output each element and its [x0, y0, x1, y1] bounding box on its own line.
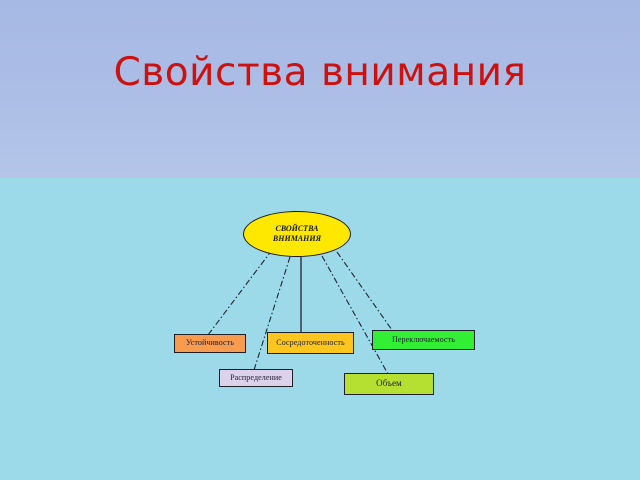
- node-label-obem: Объем: [376, 378, 402, 389]
- center-node-attention-properties[interactable]: СВОЙСТВА ВНИМАНИЯ: [243, 211, 351, 257]
- node-label-raspredelenie: Распределение: [230, 372, 282, 382]
- node-obem[interactable]: Объем: [344, 373, 434, 395]
- node-ustoichivost[interactable]: Устойчивость: [174, 334, 246, 353]
- node-pereklyuchaemost[interactable]: Переключаемость: [372, 330, 475, 350]
- connector-to-pereklyuchaem: [336, 251, 393, 331]
- diagram-stage: СВОЙСТВА ВНИМАНИЯ Устойчивость Сосредото…: [0, 178, 640, 480]
- connector-to-ustoichivost: [207, 249, 273, 336]
- node-label-sosredotochennost: Сосредоточенность: [276, 337, 345, 347]
- node-sosredotochennost[interactable]: Сосредоточенность: [267, 332, 354, 354]
- page-title: Свойства внимания: [113, 50, 527, 95]
- connector-to-raspredelenie: [253, 256, 291, 371]
- node-raspredelenie[interactable]: Распределение: [219, 369, 293, 387]
- node-label-pereklyuchaemost: Переключаемость: [391, 334, 455, 344]
- center-node-label-line1: СВОЙСТВА: [275, 224, 319, 233]
- connector-to-obem: [321, 255, 389, 375]
- center-node-label-line2: ВНИМАНИЯ: [272, 234, 322, 243]
- node-label-ustoichivost: Устойчивость: [185, 338, 235, 348]
- mind-map-diagram: СВОЙСТВА ВНИМАНИЯ Устойчивость Сосредото…: [0, 178, 640, 480]
- title-banner: Свойства внимания: [0, 0, 640, 178]
- connector-lines-layer: [207, 249, 393, 375]
